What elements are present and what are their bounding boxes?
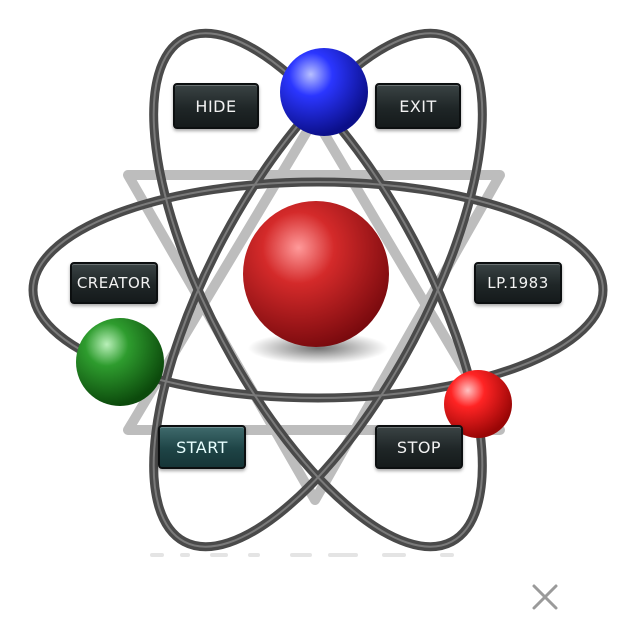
nucleus-sphere [243, 201, 389, 347]
stop-button[interactable]: STOP [375, 425, 463, 469]
faint-divider [150, 553, 454, 557]
version-button[interactable]: LP.1983 [474, 262, 562, 304]
electron-red-sphere [444, 370, 512, 438]
nucleus-shadow [248, 332, 388, 364]
close-icon[interactable] [528, 580, 562, 614]
electron-blue-sphere [280, 48, 368, 136]
exit-button[interactable]: EXIT [375, 83, 461, 129]
creator-button[interactable]: CREATOR [70, 262, 158, 304]
start-button[interactable]: START [158, 425, 246, 469]
electron-green-sphere [76, 318, 164, 406]
hide-button[interactable]: HIDE [173, 83, 259, 129]
